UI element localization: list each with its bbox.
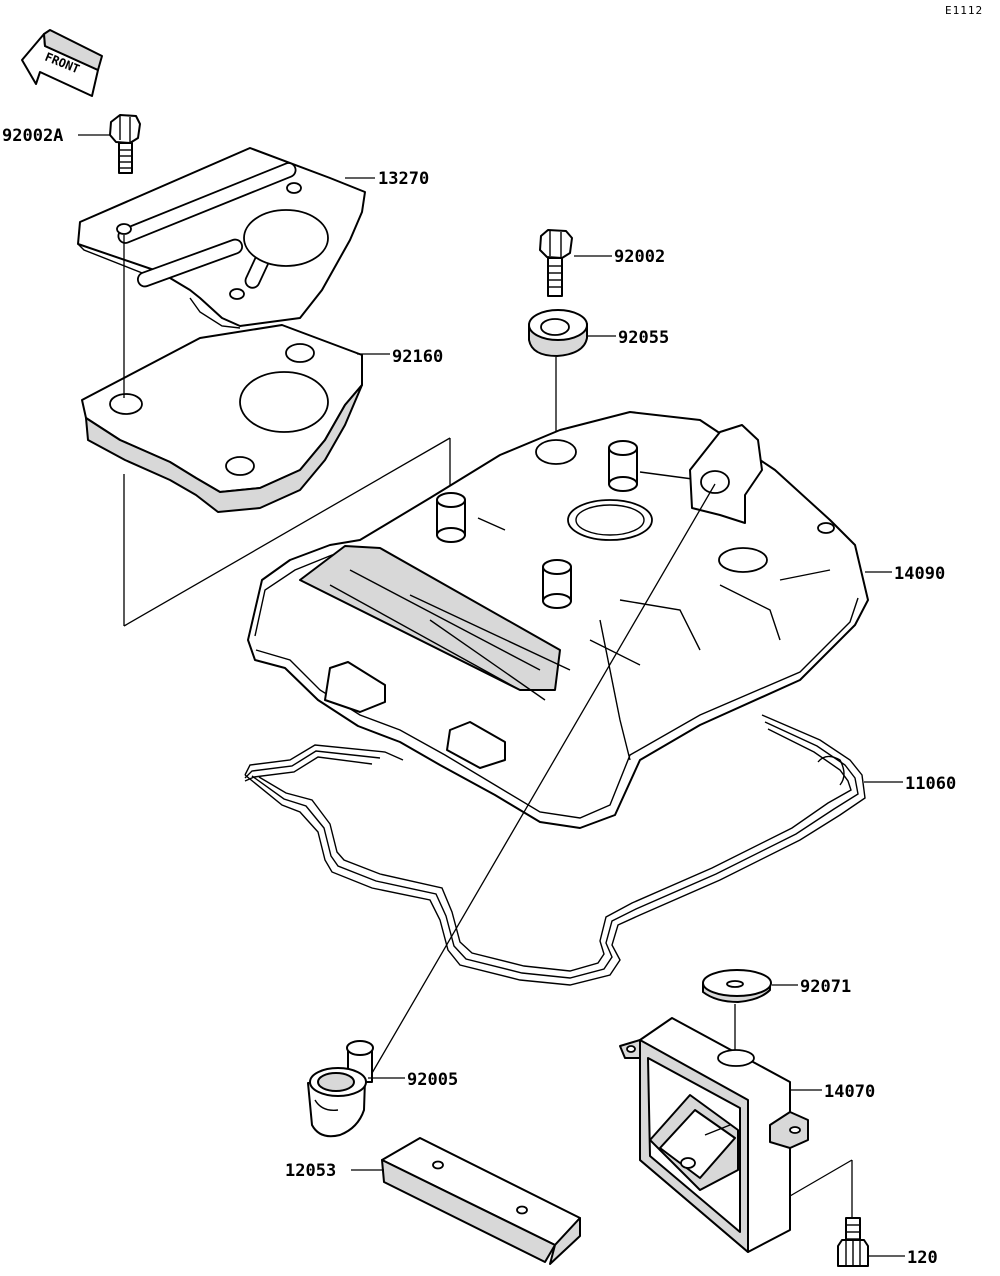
bolt-92002a [109,114,141,174]
label-120: 120 [907,1248,938,1268]
gasket-92160 [81,324,363,513]
gasket-11060 [244,714,866,986]
label-92005: 92005 [407,1070,458,1090]
label-13270: 13270 [378,169,429,189]
washer-92055 [528,309,588,357]
pipe-92005 [307,1040,374,1138]
label-92055: 92055 [618,328,669,348]
front-arrow-icon: FRONT [21,29,103,97]
bolt-92002 [539,229,573,297]
label-12053: 12053 [285,1161,336,1181]
label-92160: 92160 [392,347,443,367]
boss-center [608,440,638,492]
label-92002a: 92002A [2,126,63,146]
boss-right [542,559,572,609]
label-11060: 11060 [905,774,956,794]
label-92071: 92071 [800,977,851,997]
label-14070: 14070 [824,1082,875,1102]
diagram-code: E1112 [945,4,983,17]
cover-14090 [247,411,869,829]
label-14090: 14090 [894,564,945,584]
guide-12053 [381,1137,581,1265]
cover-14070 [619,1017,809,1253]
plate-13270 [77,147,366,329]
washer-92071 [702,969,772,1003]
screw-120 [837,1217,869,1267]
label-92002: 92002 [614,247,665,267]
boss-left [436,492,466,543]
